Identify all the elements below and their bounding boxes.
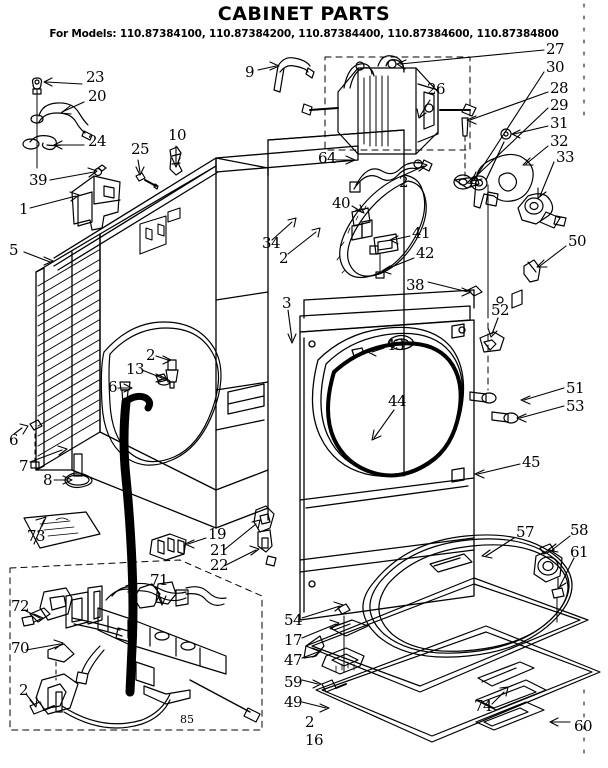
callout-25: 25	[131, 140, 150, 158]
callout-16: 16	[305, 731, 324, 749]
callout-2-seal: 2	[146, 346, 156, 364]
part-door-switch-group	[351, 207, 399, 279]
part-hinge-pin-50	[523, 259, 541, 283]
part-hinge-group	[303, 603, 369, 693]
callout-30: 30	[546, 58, 565, 76]
callout-72: 72	[11, 597, 30, 615]
part-cabinet-top-bracket	[71, 164, 121, 231]
callout-32: 32	[550, 132, 569, 150]
callout-53: 53	[566, 397, 585, 415]
callout-74: 74	[474, 697, 493, 715]
callout-41: 41	[412, 224, 431, 242]
callout-17: 17	[284, 631, 303, 649]
callout-24: 24	[88, 132, 107, 150]
callout-70: 70	[11, 639, 30, 657]
callout-21: 21	[210, 541, 229, 559]
callout-44: 44	[388, 392, 407, 410]
callout-6-leg: 6	[9, 431, 19, 449]
callout-34: 34	[262, 234, 281, 252]
callout-39: 39	[29, 171, 48, 189]
part-screw-61	[551, 587, 565, 623]
callout-43: 43	[386, 336, 405, 354]
callout-47: 47	[284, 651, 303, 669]
callout-42: 42	[416, 244, 435, 262]
part-lint-screen-60	[475, 661, 547, 731]
callout-29: 29	[550, 96, 569, 114]
part-panel-rail-38	[467, 285, 523, 309]
part-drive-belt	[336, 174, 427, 278]
callout-50: 50	[568, 232, 587, 250]
callout-59: 59	[284, 673, 303, 691]
part-harness-clip-9	[273, 57, 315, 93]
callout-22: 22	[210, 556, 229, 574]
page-number: 85	[180, 713, 194, 726]
callout-51: 51	[566, 379, 585, 397]
callout-49: 49	[284, 693, 303, 711]
callout-10: 10	[168, 126, 187, 144]
part-seal-gasket-13	[100, 321, 222, 466]
callout-26: 26	[427, 80, 446, 98]
callout-31: 31	[550, 114, 569, 132]
callout-2-burner: 2	[19, 681, 29, 699]
callout-61: 61	[570, 543, 589, 561]
part-front-panel-45	[299, 289, 475, 621]
leader-lines	[13, 49, 575, 727]
part-door-catch-52	[479, 331, 505, 353]
callout-52: 52	[491, 301, 510, 319]
part-group-blower	[473, 153, 567, 229]
callout-64: 64	[318, 149, 337, 167]
callout-58: 58	[570, 521, 589, 539]
part-strain-relief-21-22	[253, 505, 277, 567]
callout-27: 27	[546, 40, 565, 58]
part-ground-wire-64	[349, 159, 433, 193]
callout-73: 73	[27, 527, 46, 545]
callout-60: 60	[574, 717, 593, 735]
part-bulkhead-34	[139, 207, 181, 255]
part-drum-seal-57	[362, 534, 573, 658]
callout-20: 20	[88, 87, 107, 105]
callout-23: 23	[86, 68, 105, 86]
model-list: For Models: 110.87384100, 110.87384200, …	[49, 28, 559, 40]
callout-28: 28	[550, 79, 569, 97]
part-burner-box	[9, 559, 263, 731]
callout-54: 54	[284, 611, 303, 629]
part-group-motor	[301, 55, 477, 155]
callout-38: 38	[406, 276, 425, 294]
callout-40: 40	[332, 194, 351, 212]
page-title: CABINET PARTS	[217, 3, 391, 25]
callout-7: 7	[19, 457, 29, 475]
callout-2-base: 2	[305, 713, 315, 731]
part-screw-25	[135, 172, 159, 190]
callout-8: 8	[43, 471, 53, 489]
callout-3: 3	[282, 294, 292, 312]
callout-71: 71	[150, 571, 169, 589]
diagram-header: CABINET PARTS For Models: 110.87384100, …	[0, 0, 608, 40]
callout-45: 45	[522, 453, 541, 471]
part-group-idler	[453, 117, 512, 313]
part-instruction-sheet-73	[23, 511, 101, 549]
callout-9: 9	[245, 63, 255, 81]
callout-5: 5	[9, 241, 19, 259]
callout-19: 19	[208, 525, 227, 543]
callout-33: 33	[556, 148, 575, 166]
part-base-panel-16	[305, 577, 601, 743]
callout-6-plug: 6	[108, 378, 118, 396]
part-power-cord	[119, 392, 154, 697]
part-group-top-left	[22, 77, 93, 169]
callout-2-motor: 2	[399, 173, 409, 191]
callout-57: 57	[516, 523, 535, 541]
callout-13: 13	[126, 360, 145, 378]
callout-2-bulkhead: 2	[279, 249, 289, 267]
callout-1: 1	[19, 200, 29, 218]
part-terminal-block-19	[149, 533, 187, 561]
